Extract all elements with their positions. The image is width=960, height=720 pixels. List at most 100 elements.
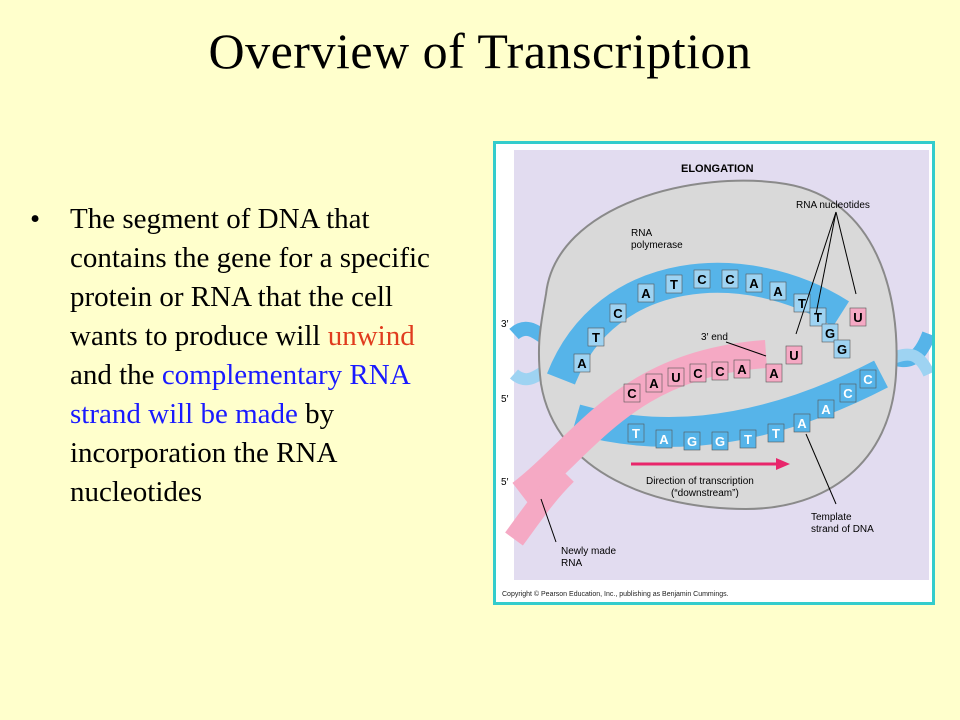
top-base-letter: C bbox=[725, 272, 735, 287]
rna-base-letter: C bbox=[715, 364, 725, 379]
bullet-marker: • bbox=[30, 203, 41, 235]
top-base-letter: A bbox=[773, 284, 783, 299]
top-base-letter: T bbox=[592, 330, 600, 345]
top-base-tile bbox=[745, 273, 763, 293]
top-base-tile bbox=[573, 353, 591, 373]
free-nucleotide-letter: U bbox=[789, 348, 798, 363]
pointer-nucleotide-1 bbox=[795, 211, 837, 335]
free-rna-nucleotides: AUU bbox=[765, 307, 867, 383]
template-base-letter: T bbox=[632, 426, 640, 441]
template-base-letter: A bbox=[821, 402, 831, 417]
top-base-letter: C bbox=[697, 272, 707, 287]
rna-base-letter: A bbox=[649, 376, 659, 391]
bullet-text: The segment of DNA that contains the gen… bbox=[70, 200, 460, 512]
copyright-band bbox=[496, 584, 932, 602]
rna-base-tile bbox=[689, 363, 707, 383]
rna-base-tile bbox=[645, 373, 663, 393]
figure-heading: ELONGATION bbox=[681, 163, 754, 175]
rna-strand-tail bbox=[505, 466, 574, 546]
label-direction-2: (“downstream”) bbox=[671, 488, 739, 499]
bullet-text-complementary: complementary RNA strand will be made bbox=[70, 359, 410, 430]
template-base-letter: C bbox=[843, 386, 853, 401]
label-newly-made-2: RNA bbox=[561, 558, 582, 569]
label-rna-nucleotides: RNA nucleotides bbox=[796, 200, 870, 211]
pointer-newly-made bbox=[540, 498, 557, 543]
template-base-tile bbox=[683, 431, 701, 451]
template-base-tile bbox=[793, 413, 811, 433]
slide-title: Overview of Transcription bbox=[208, 23, 752, 79]
label-template-1: Template bbox=[811, 512, 852, 523]
template-base-tile bbox=[739, 429, 757, 449]
free-nucleotide-tile bbox=[785, 345, 803, 365]
pointer-template bbox=[805, 433, 837, 505]
label-template-2: strand of DNA bbox=[811, 524, 874, 535]
bullet-text-unwind: unwind bbox=[327, 320, 415, 352]
bullet-text-segment-1: The segment of DNA that contains the gen… bbox=[70, 203, 430, 352]
top-base-tile bbox=[587, 327, 605, 347]
top-base-tile bbox=[769, 281, 787, 301]
template-base-tile bbox=[767, 423, 785, 443]
rna-base-tile bbox=[733, 359, 751, 379]
top-base-letter: A bbox=[641, 286, 651, 301]
template-base-letter: A bbox=[659, 432, 669, 447]
template-base-letter: T bbox=[744, 432, 752, 447]
top-base-letter: G bbox=[825, 326, 835, 341]
top-base-letter: T bbox=[670, 277, 678, 292]
rna-base-letter: C bbox=[693, 366, 703, 381]
label-newly-made-1: Newly made bbox=[561, 546, 616, 557]
top-base-tile bbox=[637, 283, 655, 303]
free-nucleotide-tile bbox=[849, 307, 867, 327]
label-rna-polymerase-1: RNA bbox=[631, 228, 652, 239]
free-nucleotide-tile bbox=[765, 363, 783, 383]
top-base-tile bbox=[609, 303, 627, 323]
template-base-letter: G bbox=[715, 434, 725, 449]
bullet-text-segment-5: by incorporation the RNA nucleotides bbox=[70, 398, 336, 508]
rna-base-tile bbox=[623, 383, 641, 403]
direction-arrow-head bbox=[776, 458, 790, 470]
label-5-prime-1: 5′ bbox=[501, 394, 509, 405]
top-base-letter: A bbox=[577, 356, 587, 371]
template-base-letter: G bbox=[687, 434, 697, 449]
template-base-tile bbox=[627, 423, 645, 443]
pointer-3-end bbox=[725, 341, 767, 357]
bullet-list: • The segment of DNA that contains the g… bbox=[30, 200, 460, 512]
label-3-prime: 3′ bbox=[501, 319, 509, 330]
template-base-letter: C bbox=[863, 372, 873, 387]
pointer-nucleotide-3 bbox=[835, 211, 857, 295]
rna-base-letter: A bbox=[737, 362, 747, 377]
rna-base-letter: U bbox=[671, 370, 680, 385]
template-base-tile bbox=[655, 429, 673, 449]
label-rna-polymerase-2: polymerase bbox=[631, 240, 683, 251]
top-base-letter: G bbox=[837, 342, 847, 357]
free-nucleotide-letter: U bbox=[853, 310, 862, 325]
template-base-letter: A bbox=[797, 416, 807, 431]
template-base-letter: T bbox=[772, 426, 780, 441]
bullet-item: • The segment of DNA that contains the g… bbox=[30, 200, 460, 512]
template-base-tile bbox=[839, 383, 857, 403]
rna-strand bbox=[512, 340, 768, 506]
top-base-tile bbox=[821, 323, 839, 343]
top-base-letter: A bbox=[749, 276, 759, 291]
template-base-tile bbox=[817, 399, 835, 419]
rna-base-tile bbox=[711, 361, 729, 381]
free-nucleotide-letter: A bbox=[769, 366, 779, 381]
rna-base-tile bbox=[667, 367, 685, 387]
top-base-tile bbox=[809, 307, 827, 327]
label-5-prime-2: 5′ bbox=[501, 477, 509, 488]
template-base-tile bbox=[859, 369, 877, 389]
top-base-tile bbox=[721, 269, 739, 289]
top-base-letter: T bbox=[798, 296, 806, 311]
top-base-tile bbox=[693, 269, 711, 289]
top-base-tile bbox=[665, 274, 683, 294]
top-base-letter: T bbox=[814, 310, 822, 325]
rna-base-letter: C bbox=[627, 386, 637, 401]
bullet-text-segment-3: and the bbox=[70, 359, 162, 391]
top-base-tile bbox=[793, 293, 811, 313]
copyright-text: Copyright © Pearson Education, Inc., pub… bbox=[502, 590, 729, 598]
label-3-prime-end: 3′ end bbox=[701, 332, 728, 343]
